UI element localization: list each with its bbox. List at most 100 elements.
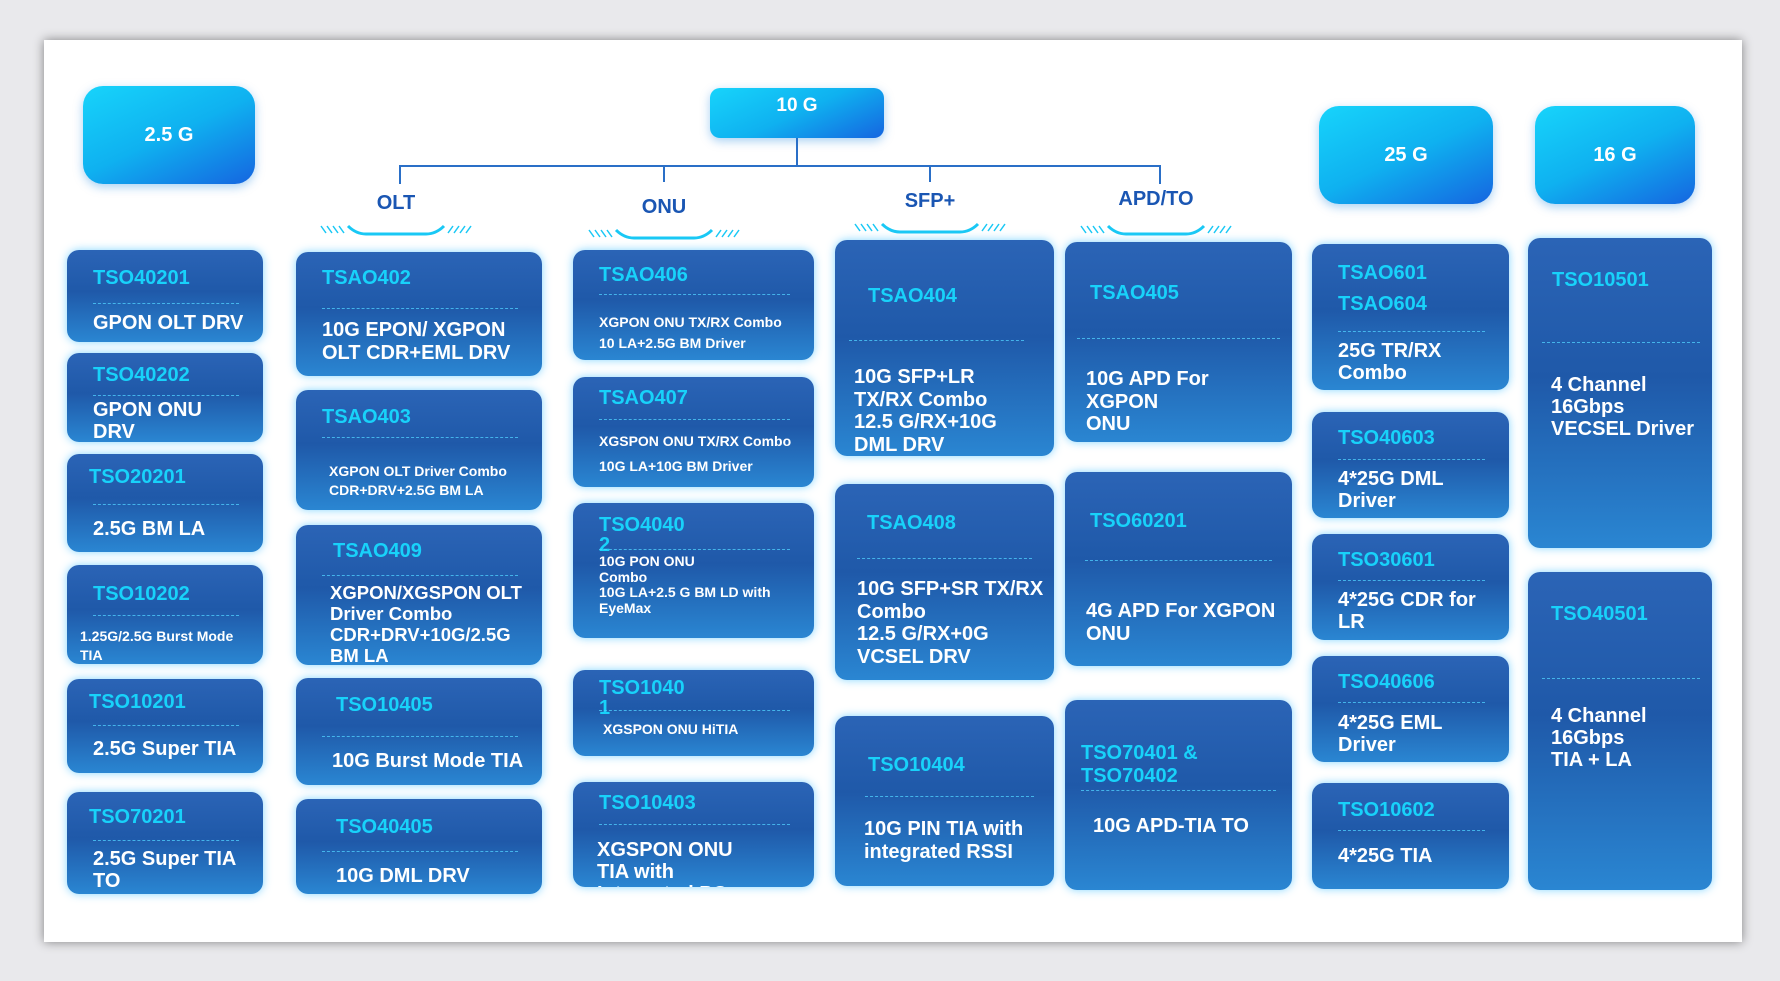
card-tso10501[interactable]: TSO10501 4 Channel 16Gbps VECSEL Driver (1528, 238, 1712, 548)
header-10g: 10 G (710, 88, 884, 138)
divider (599, 710, 790, 711)
divider (322, 437, 518, 438)
card-desc: 10G PIN TIA with integrated RSSI (864, 818, 1024, 863)
divider (322, 308, 518, 309)
divider (1338, 830, 1485, 831)
card-tso10202[interactable]: TSO10202 1.25G/2.5G Burst Mode TIA (67, 565, 263, 664)
card-tsao408[interactable]: TSAO408 10G SFP+SR TX/RX Combo 12.5 G/RX… (835, 484, 1054, 680)
divider (93, 504, 239, 505)
card-code: TSAO405 (1090, 282, 1179, 304)
card-code: TSO10202 (93, 583, 190, 605)
card-tso60201[interactable]: TSO60201 4G APD For XGPON ONU (1065, 472, 1292, 666)
divider (1542, 678, 1700, 679)
card-code: TSO40603 (1338, 427, 1435, 449)
card-tso10403[interactable]: TSO10403 XGSPON ONU TIA with Integrated … (573, 782, 814, 887)
divider (322, 851, 518, 852)
divider (599, 549, 790, 550)
divider (93, 725, 239, 726)
card-desc: 2.5G Super TIA TO (93, 848, 237, 892)
divider (322, 575, 518, 576)
subheader-apd: APD/TO (1118, 188, 1194, 210)
card-desc: 4 Channel 16Gbps VECSEL Driver (1551, 374, 1695, 440)
card-tsao406[interactable]: TSAO406 XGPON ONU TX/RX Combo 10 LA+2.5G… (573, 250, 814, 360)
card-desc: 4*25G EML Driver (1338, 712, 1443, 756)
divider (1338, 702, 1485, 703)
divider (1077, 338, 1280, 339)
divider (849, 340, 1024, 341)
divider (857, 558, 1032, 559)
card-tsao404[interactable]: TSAO404 10G SFP+LR TX/RX Combo 12.5 G/RX… (835, 240, 1054, 456)
divider (599, 824, 790, 825)
card-tsao409[interactable]: TSAO409 XGPON/XGSPON OLT Driver Combo CD… (296, 525, 542, 665)
card-desc: 1.25G/2.5G Burst Mode TIA (80, 628, 234, 663)
card-desc: GPON ONU DRV (93, 399, 202, 442)
divider (93, 615, 239, 616)
card-code: TSAO402 (322, 267, 411, 289)
card-desc: 4*25G DML Driver (1338, 468, 1444, 512)
card-tso10602[interactable]: TSO10602 4*25G TIA (1312, 783, 1509, 889)
card-desc: XGSPON ONU HiTIA (603, 721, 739, 737)
header-25g: 25 G (1319, 106, 1493, 204)
card-code: TSAO403 (322, 406, 411, 428)
card-tso40603[interactable]: TSO40603 4*25G DML Driver (1312, 412, 1509, 518)
card-tso40501[interactable]: TSO40501 4 Channel 16Gbps TIA + LA (1528, 572, 1712, 890)
card-tso70201[interactable]: TSO70201 2.5G Super TIA TO (67, 792, 263, 894)
card-tso20201[interactable]: TSO20201 2.5G BM LA (67, 454, 263, 552)
card-code: TSAO407 (599, 387, 688, 409)
divider (93, 395, 239, 396)
card-tsao403[interactable]: TSAO403 XGPON OLT Driver Combo CDR+DRV+2… (296, 390, 542, 510)
card-tso40202[interactable]: TSO40202 GPON ONU DRV (67, 353, 263, 442)
subheader-sfp: SFP+ (904, 190, 956, 212)
divider (93, 303, 239, 304)
card-tso30601[interactable]: TSO30601 4*25G CDR for LR (1312, 534, 1509, 640)
card-desc: GPON OLT DRV (93, 312, 244, 334)
card-desc: 10G APD-TIA TO (1093, 815, 1249, 837)
card-tso10404[interactable]: TSO10404 10G PIN TIA with integrated RSS… (835, 716, 1054, 886)
card-desc: 2.5G BM LA (93, 518, 206, 540)
card-tso40402[interactable]: TSO4040 2 10G PON ONU Combo 10G LA+2.5 G… (573, 503, 814, 638)
divider (1081, 790, 1276, 791)
card-desc: 10G Burst Mode TIA (332, 750, 524, 772)
divider (1338, 459, 1485, 460)
card-desc: 10G APD For XGPON ONU (1086, 368, 1209, 435)
card-code: TSO40202 (93, 364, 190, 386)
card-desc: 10G PON ONU Combo 10G LA+2.5 G BM LD wit… (599, 553, 771, 616)
card-tso70401[interactable]: TSO70401 & TSO70402 10G APD-TIA TO (1065, 700, 1292, 890)
card-tsao407[interactable]: TSAO407 XGSPON ONU TX/RX Combo 10G LA+10… (573, 377, 814, 487)
card-code: TSO10201 (89, 691, 186, 713)
slide: 2.5 G 10 G 25 G 16 G OLT ONU SFP+ APD/TO (44, 40, 1742, 942)
card-tso40405[interactable]: TSO40405 10G DML DRV (296, 799, 542, 894)
card-code: TSO60201 (1090, 510, 1187, 532)
card-tso10405[interactable]: TSO10405 10G Burst Mode TIA (296, 678, 542, 785)
card-tsao601-604[interactable]: TSAO601 TSAO604 25G TR/RX Combo (1312, 244, 1509, 390)
card-desc: 2.5G Super TIA (93, 738, 237, 760)
card-code: TSO10602 (1338, 799, 1435, 821)
card-code: TSAO408 (867, 512, 956, 534)
card-code: TSAO406 (599, 264, 688, 286)
card-tso40606[interactable]: TSO40606 4*25G EML Driver (1312, 656, 1509, 762)
card-code: TSO40405 (336, 816, 433, 838)
header-16g: 16 G (1535, 106, 1695, 204)
card-code: TSO10501 (1552, 269, 1649, 291)
card-code: TSO10404 (868, 754, 965, 776)
divider (1338, 580, 1485, 581)
card-code: TSAO601 TSAO604 (1338, 262, 1427, 315)
divider (1542, 342, 1700, 343)
card-desc: 10G DML DRV (336, 865, 470, 887)
card-tsao405[interactable]: TSAO405 10G APD For XGPON ONU (1065, 242, 1292, 442)
card-code: TSO30601 (1338, 549, 1435, 571)
card-tsao402[interactable]: TSAO402 10G EPON/ XGPON OLT CDR+EML DRV (296, 252, 542, 376)
card-desc: XGPON ONU TX/RX Combo 10 LA+2.5G BM Driv… (599, 314, 782, 351)
card-tso40201[interactable]: TSO40201 GPON OLT DRV (67, 250, 263, 342)
card-tso10201[interactable]: TSO10201 2.5G Super TIA (67, 679, 263, 773)
card-code: TSO10405 (336, 694, 433, 716)
card-code: TSO40201 (93, 267, 190, 289)
divider (599, 419, 790, 420)
card-desc: 4*25G CDR for LR (1338, 589, 1476, 633)
card-desc: XGSPON ONU TIA with Integrated PC (597, 839, 733, 887)
card-code: TSO4040 2 (599, 514, 685, 556)
card-code: TSO40501 (1551, 603, 1648, 625)
card-tso10401[interactable]: TSO1040 1 XGSPON ONU HiTIA (573, 670, 814, 756)
divider (1085, 560, 1272, 561)
divider (93, 840, 239, 841)
